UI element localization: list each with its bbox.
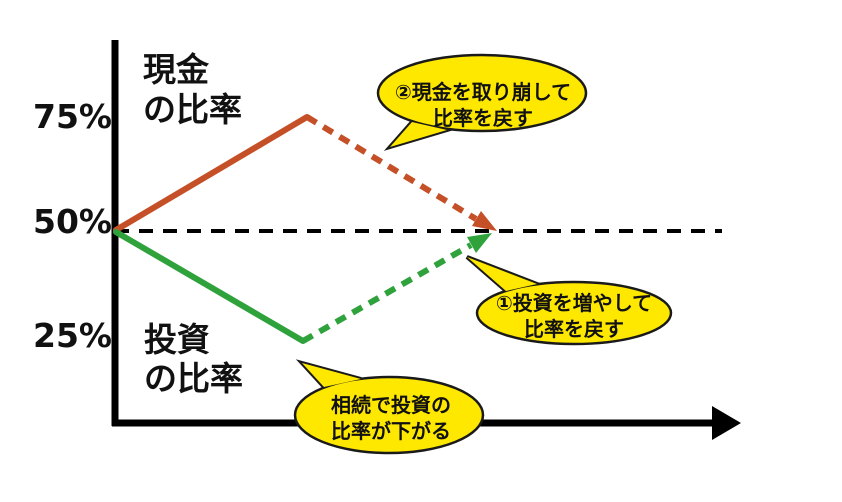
tick-75: 75%	[33, 97, 112, 136]
invest-label-line1: 投資	[144, 320, 210, 359]
invest-dashed-line	[301, 242, 473, 344]
invest-label-line2: の比率	[144, 359, 243, 398]
bubble-body	[376, 53, 588, 133]
bubble-inherit-drop-line1: 相続で投資の	[331, 393, 451, 417]
cash-label-line1: 現金	[143, 50, 210, 89]
tick-50: 50%	[33, 202, 112, 241]
cash-solid-line	[113, 114, 310, 233]
bubble-cash-restore-line1: ②現金を取り崩して	[395, 80, 571, 104]
x-axis-arrowhead-icon	[712, 406, 741, 440]
bubble-inherit-drop-line2: 比率が下がる	[331, 419, 451, 443]
bubble-invest-restore: ①投資を増やして 比率を戻す	[465, 255, 673, 346]
cash-arrowhead-icon	[472, 211, 497, 231]
bubble-inherit-drop: 相続で投資の 比率が下がる	[293, 359, 485, 455]
bubble-cash-restore-line2: 比率を戻す	[433, 106, 533, 130]
invest-arrowhead-icon	[467, 233, 492, 253]
bubble-invest-restore-line2: 比率を戻す	[524, 317, 624, 341]
bubble-invest-restore-line1: ①投資を増やして	[496, 291, 652, 315]
bubble-tail-fill	[302, 363, 361, 387]
bubble-tail-fill	[390, 122, 447, 147]
bubble-cash-restore: ②現金を取り崩して 比率を戻す	[376, 53, 588, 151]
cash-label-line2: の比率	[143, 90, 242, 129]
invest-solid-line	[113, 229, 306, 344]
bubble-body	[293, 375, 485, 455]
bubble-tail-fill	[467, 257, 537, 291]
tick-25: 25%	[33, 316, 112, 355]
cash-dashed-line	[305, 114, 478, 222]
bubble-body	[475, 280, 673, 346]
